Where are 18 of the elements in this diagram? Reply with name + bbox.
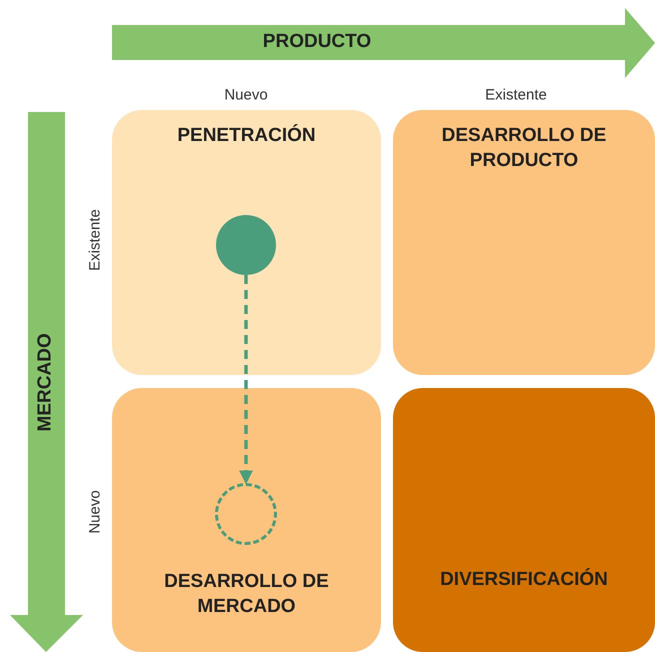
dashed-circle-marker (215, 483, 277, 545)
axis-value-label: Nuevo (86, 490, 104, 534)
quadrant-box (393, 388, 655, 652)
arrow-shape (10, 112, 83, 652)
axis-title: PRODUCTO (262, 30, 372, 54)
arrow-shape (112, 8, 655, 78)
quadrant-title: PENETRACIÓN (176, 124, 317, 148)
quadrant-box (112, 110, 381, 375)
quadrant-box (112, 388, 381, 652)
quadrant-title: DIVERSIFICACIÓN (439, 568, 609, 592)
dashed-arrow (239, 275, 253, 484)
axis-value-label: Nuevo (224, 86, 268, 104)
quadrant-title: DESARROLLO DE PRODUCTO (440, 124, 608, 173)
quadrant-box (393, 110, 655, 375)
axis-value-label: Existente (485, 86, 547, 104)
quadrant-title: DESARROLLO DE MERCADO (163, 570, 330, 619)
axis-value-label: Existente (86, 209, 104, 271)
axis-title: MERCADO (34, 332, 57, 434)
